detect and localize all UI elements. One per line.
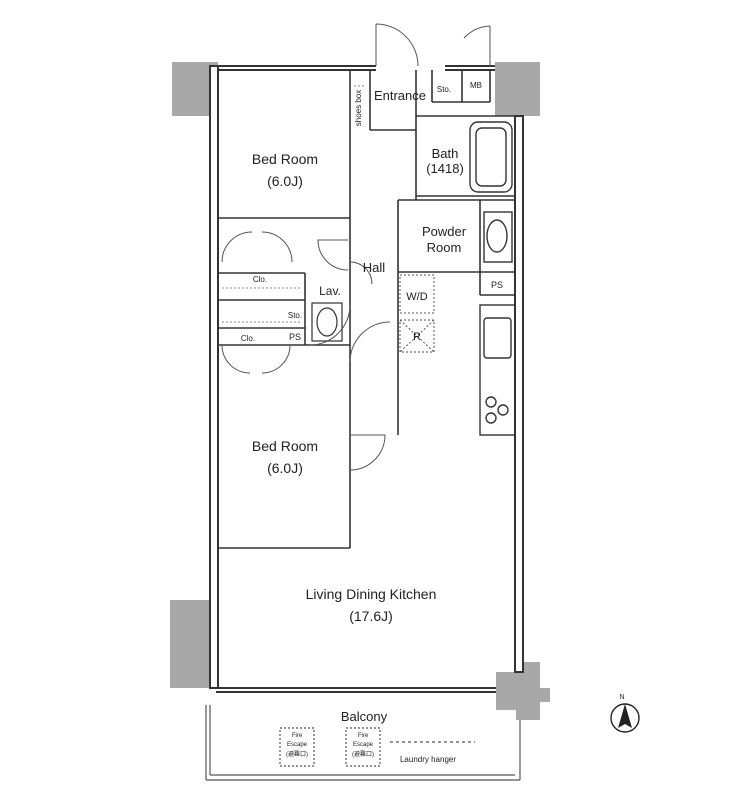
fire-escape-2-line3: (避難口)	[352, 750, 374, 758]
ldk-label: Living Dining Kitchen	[306, 586, 437, 602]
ps-label-2: PS	[289, 332, 301, 342]
north-compass-icon	[610, 703, 640, 733]
bath-size: (1418)	[426, 161, 464, 176]
doors	[221, 23, 491, 471]
laundry-hanger-label: Laundry hanger	[400, 755, 456, 764]
kitchen-counter	[479, 304, 516, 436]
washer-dryer-space	[399, 274, 435, 314]
powder-room-label-2: Room	[427, 240, 462, 255]
closet-label-1: Clo.	[253, 275, 267, 284]
refrigerator-label: R	[413, 331, 421, 343]
bed-room-2-label: Bed Room	[252, 438, 318, 454]
bath-label: Bath	[432, 146, 459, 161]
closet-hatching	[222, 85, 366, 323]
shoes-box-label: shoes box	[354, 90, 363, 126]
mb-label: MB	[470, 81, 482, 90]
powder-room-label-1: Powder	[422, 224, 467, 239]
closet-label-2: Clo.	[241, 334, 255, 343]
ldk-size: (17.6J)	[349, 608, 393, 624]
bed-room-2-size: (6.0J)	[267, 460, 303, 476]
bath-fixtures	[469, 121, 513, 263]
entrance-label: Entrance	[374, 88, 426, 103]
balcony-outline	[205, 705, 521, 781]
bed-room-1-size: (6.0J)	[267, 173, 303, 189]
compass-north-label: N	[619, 694, 624, 701]
ps-label-1: PS	[491, 280, 503, 290]
interior-walls	[218, 70, 515, 549]
fire-escape-2-line2: Escape	[353, 742, 374, 748]
balcony-label: Balcony	[341, 709, 388, 724]
storage-mid-label: Sto.	[288, 311, 302, 320]
fire-escape-1-line3: (避難口)	[286, 750, 308, 758]
fire-escape-2-line1: Fire	[358, 733, 369, 739]
storage-top-label: Sto.	[437, 85, 451, 94]
fire-escape-1-line1: Fire	[292, 733, 303, 739]
hall-label: Hall	[363, 260, 386, 275]
toilet-fixture	[311, 302, 343, 342]
fire-escape-1-line2: Escape	[287, 742, 308, 748]
exterior-walls	[209, 65, 524, 693]
refrigerator-space	[399, 319, 435, 353]
lav-label: Lav.	[319, 284, 341, 298]
wd-label: W/D	[406, 291, 427, 303]
bed-room-1-label: Bed Room	[252, 151, 318, 167]
